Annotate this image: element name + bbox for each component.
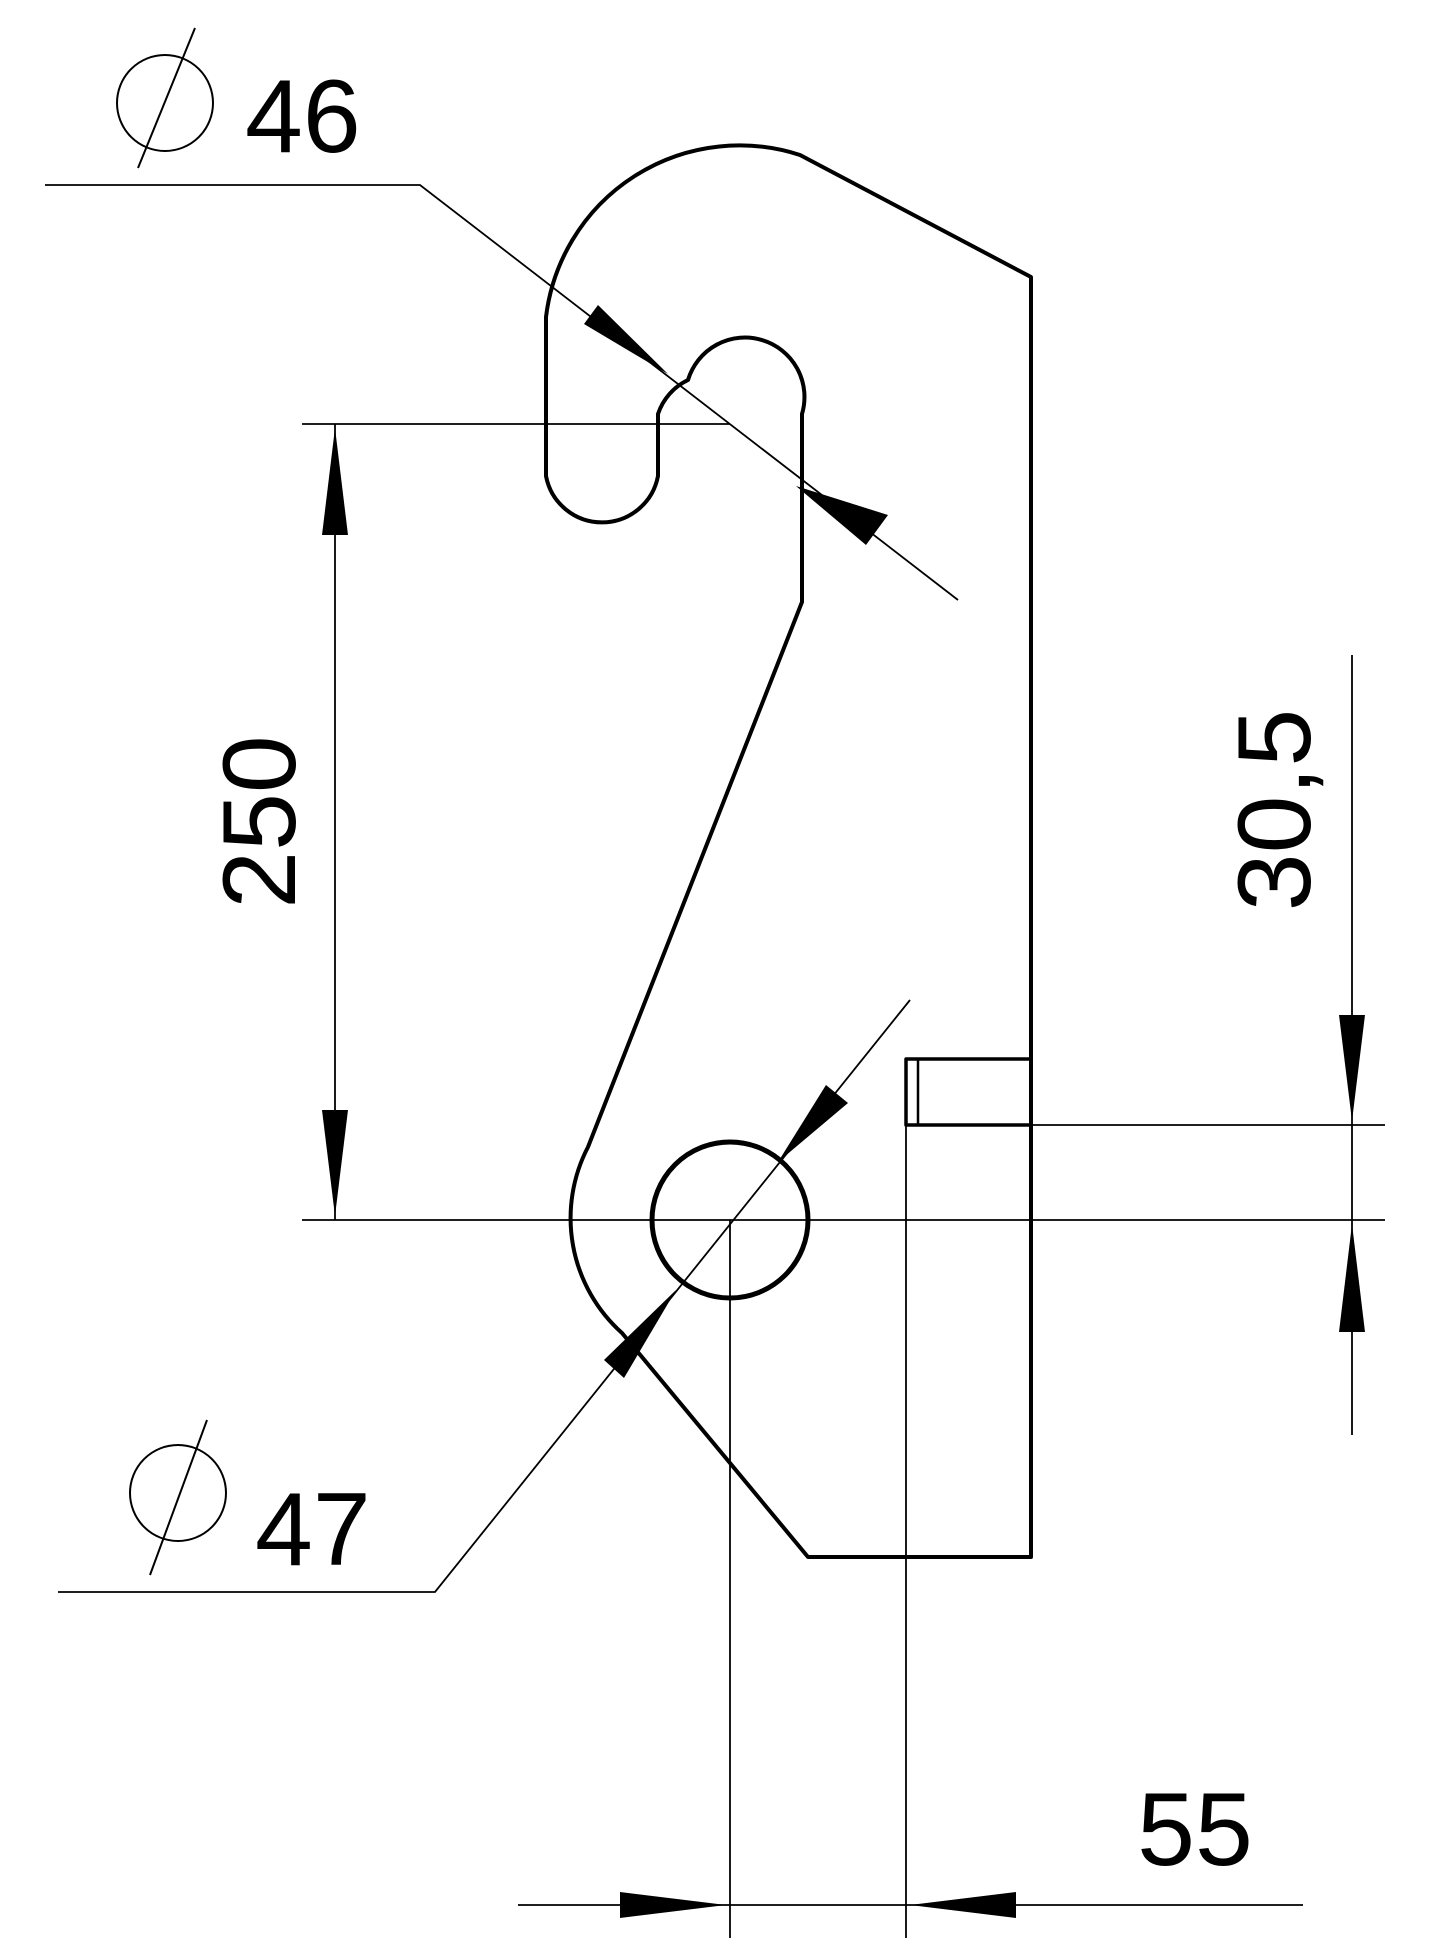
slot-arrow-lower bbox=[796, 486, 888, 545]
diameter-symbol-icon bbox=[129, 1419, 227, 1576]
horizontal-offset-label: 55 bbox=[1137, 1772, 1253, 1888]
vertical-distance-label: 250 bbox=[202, 735, 318, 909]
arrow-30-5-lower bbox=[1339, 1224, 1365, 1332]
slot-arrow-upper bbox=[584, 305, 668, 374]
diameter-symbol-icon bbox=[116, 27, 214, 169]
arrow-250-top bbox=[322, 428, 348, 535]
block-offset-label: 30,5 bbox=[1217, 709, 1333, 911]
slot-leader-line bbox=[45, 184, 959, 601]
slot-diameter-label: 46 bbox=[245, 59, 361, 175]
arrow-250-bottom bbox=[322, 1110, 348, 1216]
part-outline bbox=[544, 143, 1033, 1559]
arrow-30-5-upper bbox=[1339, 1015, 1365, 1121]
hole-diameter-label: 47 bbox=[255, 1472, 371, 1588]
hole-arrow-upper bbox=[778, 1085, 848, 1162]
arrow-55-left bbox=[620, 1892, 726, 1918]
locating-block bbox=[904, 1057, 1033, 1127]
hole-leader-line bbox=[58, 999, 911, 1593]
hole-arrow-lower bbox=[604, 1290, 676, 1378]
arrow-55-right bbox=[910, 1892, 1016, 1918]
